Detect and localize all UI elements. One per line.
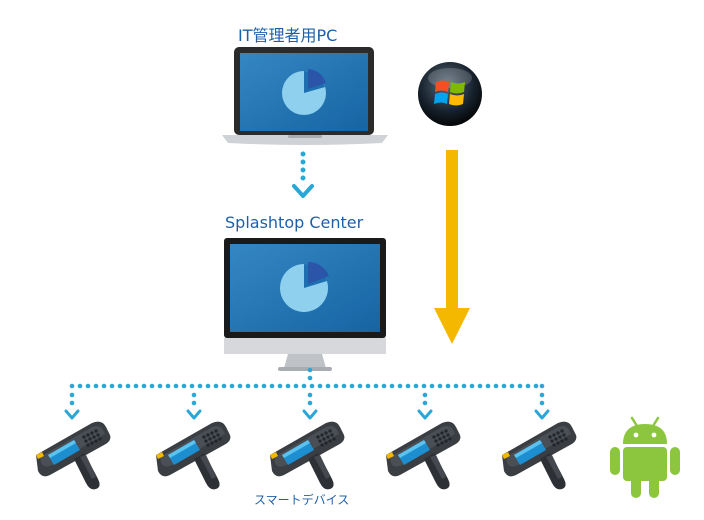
scanner-device-icon: [386, 421, 461, 490]
device-connectors: [64, 368, 550, 420]
smart-devices-label: スマートデバイス: [254, 493, 350, 507]
pc-to-center-connector: [292, 151, 314, 198]
scanner-device-icon: [502, 421, 577, 490]
scanner-device-icon: [36, 421, 111, 490]
splashtop-center-label: Splashtop Center: [225, 213, 364, 232]
android-robot-icon: [610, 416, 680, 498]
monitor-icon: [224, 238, 386, 371]
smart-devices-group: [36, 421, 577, 490]
scanner-device-icon: [270, 421, 345, 490]
laptop-icon: [222, 47, 388, 145]
windows-logo-icon: [418, 62, 482, 126]
scanner-device-icon: [156, 421, 231, 490]
management-arrow: [434, 150, 470, 344]
it-pc-label: IT管理者用PC: [238, 26, 338, 45]
